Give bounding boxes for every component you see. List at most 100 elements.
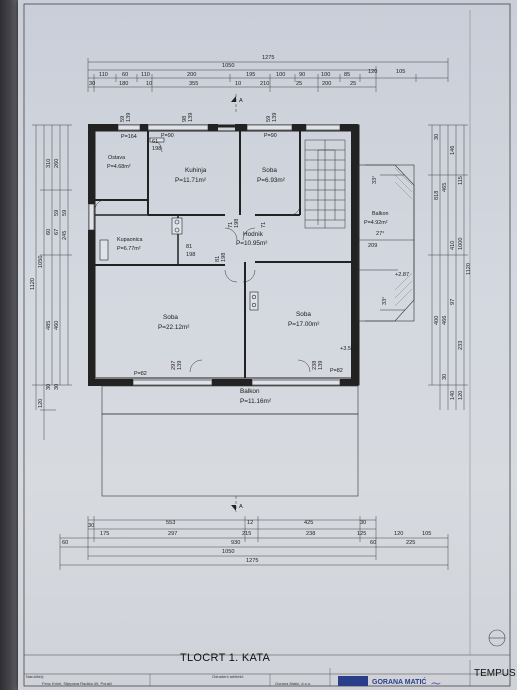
bottom-dimensions [59, 516, 449, 570]
svg-text:200: 200 [187, 72, 196, 78]
svg-text:195: 195 [246, 72, 255, 78]
section-marker-bottom: A [239, 504, 243, 510]
svg-text:100: 100 [321, 72, 330, 78]
svg-text:60: 60 [370, 540, 376, 546]
svg-text:97: 97 [450, 299, 456, 305]
svg-text:466: 466 [442, 316, 448, 325]
north-arrow-symbol [488, 629, 506, 647]
svg-text:139: 139 [188, 113, 194, 122]
dim-bottom-row-2: 175 297 215 238 125 [100, 531, 366, 537]
svg-text:200: 200 [322, 81, 331, 87]
drawing-title: TLOCRT 1. KATA [180, 652, 271, 664]
title-block: Naručitelj: Fenc Krčel, Stjepana Radića … [26, 660, 516, 690]
svg-text:930: 930 [231, 540, 240, 546]
svg-text:90: 90 [299, 72, 305, 78]
room-area-hodnik: P=10.95m² [236, 240, 267, 247]
svg-text:210: 210 [260, 81, 269, 87]
svg-text:Odradeni arhitekt:: Odradeni arhitekt: [212, 674, 244, 679]
svg-text:+3.50: +3.50 [340, 346, 354, 352]
svg-text:25: 25 [296, 81, 302, 87]
room-name-soba-small: Soba [262, 167, 277, 174]
svg-text:120: 120 [394, 531, 403, 537]
svg-text:+2.87: +2.87 [395, 272, 409, 278]
svg-text:140: 140 [450, 391, 456, 400]
svg-text:410: 410 [450, 241, 456, 250]
wall-fills [88, 124, 358, 386]
svg-text:355: 355 [189, 81, 198, 87]
bottom-balcony [101, 385, 359, 497]
stairs [304, 139, 346, 229]
door-swings [94, 137, 311, 373]
signature: ~ [430, 676, 442, 690]
svg-text:297: 297 [171, 361, 177, 370]
svg-text:297: 297 [168, 531, 177, 537]
svg-text:59: 59 [62, 210, 68, 216]
svg-text:198: 198 [152, 146, 161, 152]
dim-bottom-row-1: 30 553 12 425 30 [88, 520, 366, 529]
room-name-kuhinja: Kuhinja [185, 167, 207, 174]
svg-text:110: 110 [141, 72, 150, 78]
svg-text:P=90: P=90 [161, 133, 174, 139]
svg-text:120: 120 [458, 391, 464, 400]
dim-top-row: 110 60 110 200 195 100 90 100 85 120 105 [99, 69, 405, 78]
svg-text:110: 110 [99, 72, 108, 78]
svg-text:105: 105 [422, 531, 431, 537]
svg-text:180: 180 [119, 81, 128, 87]
dim-left-labels: 310 260 59 59 60 67 245 1050 1120 485 46… [30, 159, 68, 408]
svg-text:245: 245 [62, 231, 68, 240]
svg-text:10: 10 [146, 81, 152, 87]
svg-text:233: 233 [458, 341, 464, 350]
dim-top-total: 1275 [262, 55, 274, 61]
svg-text:59: 59 [266, 116, 272, 122]
room-name-soba-right: Soba [296, 311, 311, 318]
right-dimensions [428, 124, 468, 410]
dim-top-overall: 1050 [222, 63, 234, 69]
svg-text:175: 175 [100, 531, 109, 537]
misc-labels: +2.87 +3.50 33° 27° 33° [340, 176, 409, 352]
svg-text:67: 67 [54, 229, 60, 235]
svg-text:P=164: P=164 [121, 134, 137, 140]
svg-text:238: 238 [306, 531, 315, 537]
room-area-kuhinja: P=11.71m² [175, 177, 206, 184]
room-area-balkon-bottom: P=11.16m² [240, 398, 271, 405]
svg-text:71: 71 [228, 222, 234, 228]
svg-text:485: 485 [46, 321, 52, 330]
svg-text:146: 146 [450, 146, 456, 155]
svg-text:33°: 33° [372, 176, 378, 184]
svg-text:139: 139 [318, 361, 324, 370]
svg-text:1050: 1050 [38, 256, 44, 268]
room-area-balkon-right: P=4.92m² [364, 220, 388, 226]
svg-text:120: 120 [368, 69, 377, 75]
svg-text:260: 260 [54, 159, 60, 168]
svg-text:P=90: P=90 [264, 133, 277, 139]
svg-text:553: 553 [166, 520, 175, 526]
top-dimensions [87, 58, 449, 92]
svg-text:71: 71 [261, 222, 267, 228]
brand-logo-icon [338, 676, 368, 686]
svg-text:30: 30 [360, 520, 366, 526]
sheet-border [23, 3, 511, 687]
svg-text:30: 30 [88, 523, 94, 529]
svg-text:198: 198 [221, 253, 227, 262]
svg-text:61: 61 [152, 139, 158, 145]
brand-name: GORANA MATIĆ [372, 677, 426, 686]
roof-hatch [394, 167, 413, 307]
windows [88, 124, 341, 386]
svg-text:P=82: P=82 [330, 368, 343, 374]
svg-text:238: 238 [312, 361, 318, 370]
svg-text:1120: 1120 [30, 278, 36, 290]
svg-text:60: 60 [46, 229, 52, 235]
svg-text:198: 198 [186, 252, 195, 258]
svg-text:139: 139 [272, 113, 278, 122]
svg-text:818: 818 [434, 191, 440, 200]
dim-bottom-overall: 1050 [222, 549, 234, 555]
svg-text:105: 105 [396, 69, 405, 75]
svg-text:85: 85 [344, 72, 350, 78]
room-area-soba-small: P=6.93m² [257, 177, 285, 184]
room-area-ostava: P=4.68m² [107, 164, 131, 170]
svg-text:10: 10 [235, 81, 241, 87]
room-name-ostava: Ostava [108, 155, 125, 161]
svg-text:215: 215 [242, 531, 251, 537]
svg-text:Naručitelj:: Naručitelj: [26, 674, 44, 679]
svg-text:139: 139 [177, 361, 183, 370]
